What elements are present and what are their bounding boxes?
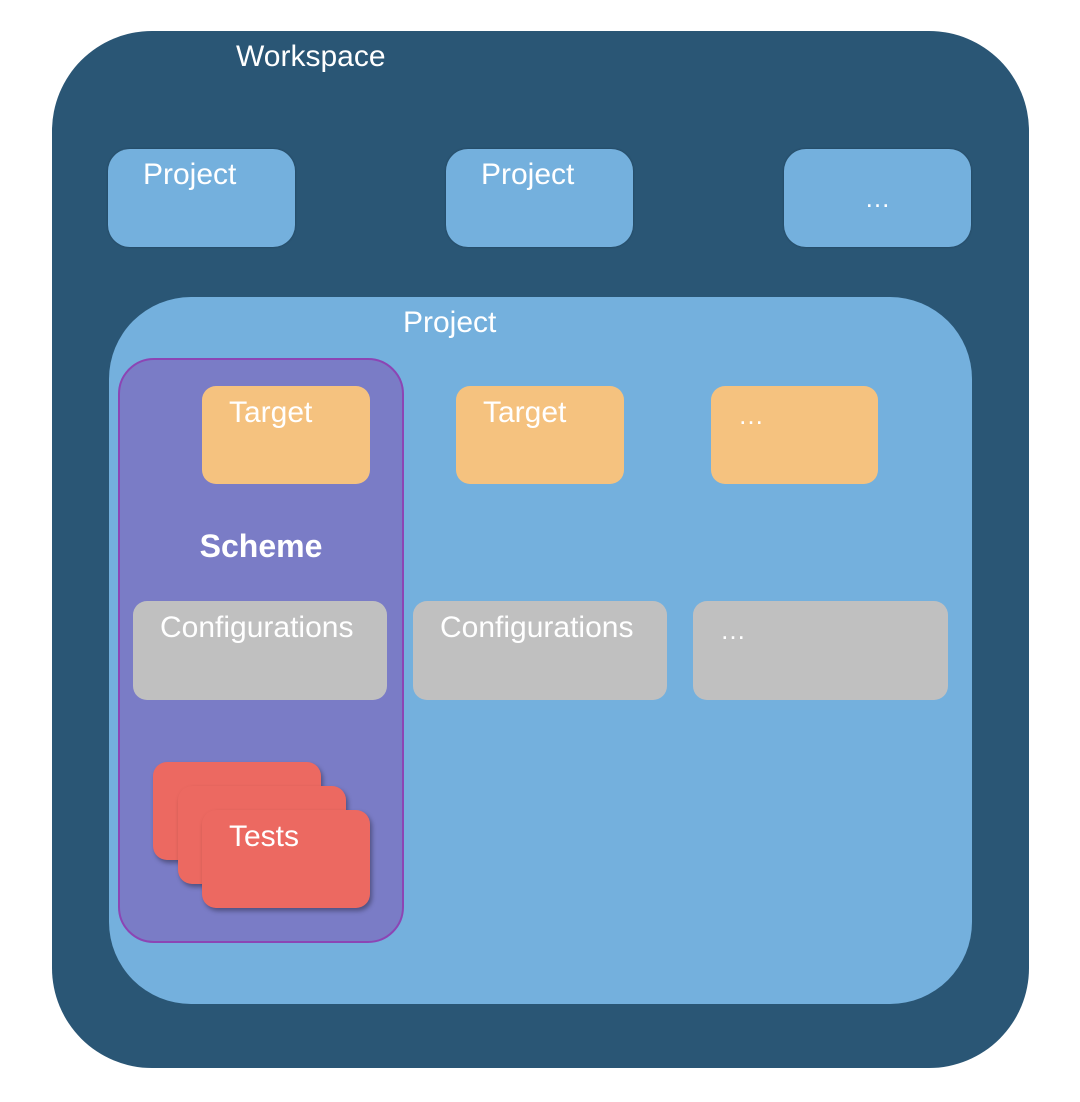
- configurations-label: Configurations: [440, 611, 634, 644]
- ellipsis-label: …: [738, 400, 764, 430]
- project-box-more: …: [784, 149, 971, 247]
- ellipsis-label: …: [864, 183, 891, 213]
- project-box-1: Project: [108, 149, 295, 247]
- configurations-label: Configurations: [160, 611, 354, 644]
- project-label: Project: [403, 306, 497, 339]
- project-box-label: Project: [143, 158, 237, 191]
- target-box-2: Target: [456, 386, 624, 484]
- target-label: Target: [483, 396, 567, 429]
- workspace-label: Workspace: [236, 40, 386, 73]
- target-box-1: Target: [202, 386, 370, 484]
- configurations-box-2: Configurations: [413, 601, 667, 700]
- target-label: Target: [229, 396, 313, 429]
- tests-label: Tests: [229, 820, 300, 853]
- project-box-2: Project: [446, 149, 633, 247]
- tests-card-front: Tests: [202, 810, 370, 908]
- ellipsis-label: …: [720, 615, 746, 645]
- scheme-label: Scheme: [199, 528, 323, 564]
- configurations-box-1: Configurations: [133, 601, 387, 700]
- project-box-label: Project: [481, 158, 575, 191]
- target-box-more: …: [711, 386, 878, 484]
- configurations-box-more: …: [693, 601, 948, 700]
